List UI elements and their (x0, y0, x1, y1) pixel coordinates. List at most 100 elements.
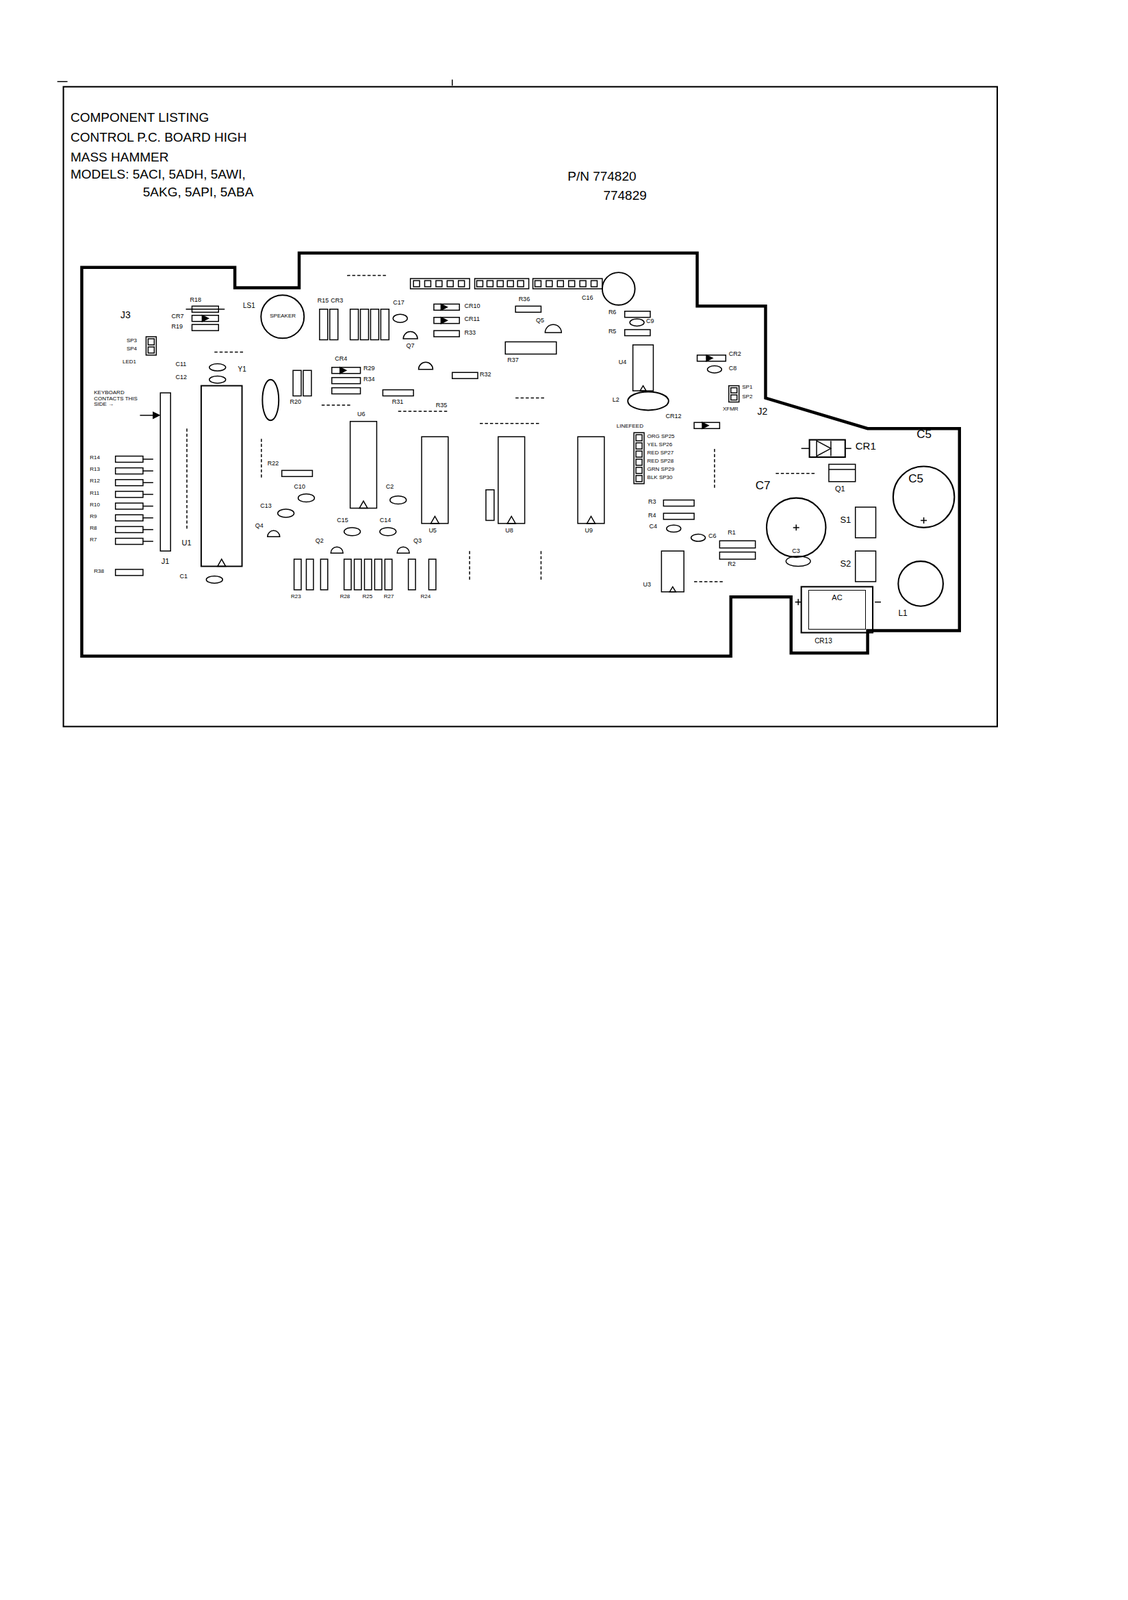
component-label: U1 (181, 538, 191, 547)
component-label: R28 (340, 594, 351, 601)
component-label: C17 (392, 299, 405, 307)
component-label: C2 (386, 483, 395, 491)
component-label: CR12 (665, 413, 682, 421)
component-label: R25 (362, 594, 373, 601)
component-label: CR13 (814, 637, 833, 645)
component-label: SP3 (126, 338, 137, 345)
component-label: LED1 (122, 359, 137, 366)
component-label: SP4 (126, 346, 137, 353)
component-label: R13 (89, 466, 100, 473)
component-label: R4 (648, 512, 657, 520)
component-label: CR4 (334, 355, 348, 363)
speaker-circle: SPEAKER (260, 294, 306, 340)
component-label: KEYBOARD CONTACTS THIS SIDE → (93, 390, 139, 408)
component-label: R31 (392, 399, 404, 406)
node-text: AC (831, 593, 842, 602)
component-label: R34 (363, 376, 376, 384)
component-label: CR11 (464, 316, 480, 324)
component-label: R8 (89, 525, 97, 532)
node-text: SPEAKER (269, 313, 296, 320)
component-label: RED SP28 (647, 458, 675, 465)
component-label: U3 (643, 581, 652, 589)
component-label: R14 (89, 455, 100, 462)
component-label: LS1 (242, 301, 256, 310)
component-label: R15 (317, 297, 330, 305)
component-label: R10 (89, 502, 100, 509)
component-label: R6 (608, 309, 617, 317)
component-label: R33 (464, 329, 477, 337)
component-label: J2 (757, 406, 768, 417)
component-label: J1 (161, 557, 170, 566)
component-label: U8 (505, 527, 514, 535)
component-label: Q2 (315, 537, 324, 545)
component-label: R3 (648, 498, 657, 506)
component-label: U6 (357, 411, 366, 419)
component-label: Q4 (255, 522, 264, 530)
component-label: U5 (428, 527, 437, 535)
component-label: C12 (175, 374, 188, 382)
part-number-text: 774829 (603, 188, 647, 204)
component-label: U4 (618, 359, 627, 367)
component-label: LINEFEED (616, 423, 644, 430)
component-label: C14 (379, 517, 392, 525)
component-label: C3 (791, 548, 801, 556)
component-label: R7 (89, 537, 97, 544)
component-label: L2 (612, 396, 620, 404)
component-label: R35 (436, 402, 448, 410)
board-outline (81, 253, 959, 657)
component-label: CR2 (728, 351, 742, 358)
component-label: R37 (507, 357, 519, 365)
component-label: R19 (171, 323, 184, 331)
component-label: YEL SP26 (647, 442, 673, 449)
component-label: C4 (649, 523, 658, 531)
component-label: R23 (290, 594, 302, 601)
component-label: C13 (260, 503, 272, 510)
title-text: COMPONENT LISTING CONTROL P.C. BOARD HIG… (70, 107, 259, 168)
component-label: CR1 (855, 440, 877, 453)
component-label: RED SP27 (647, 450, 675, 457)
component-label: SP1 (741, 384, 753, 391)
frame-tick (57, 81, 68, 83)
component-label: Q5 (535, 317, 545, 325)
component-label: C15 (336, 517, 349, 525)
component-label: C10 (294, 483, 306, 491)
part-number-text: MODELS: 5ACI, 5ADH, 5AWI, (70, 167, 246, 183)
component-label: GRN SP29 (647, 466, 675, 473)
component-label: CR3 (330, 297, 343, 305)
component-label: XFMR (722, 406, 739, 413)
component-label: R27 (383, 594, 395, 601)
component-label: Q3 (413, 537, 422, 545)
rectifier-box: AC (808, 590, 866, 630)
drawing-frame (63, 86, 998, 727)
component-label: C16 (581, 295, 594, 302)
part-number-text: P/N 774820 (567, 169, 636, 185)
component-label: C8 (728, 365, 738, 373)
component-label: S2 (839, 559, 851, 569)
component-label: CR10 (464, 303, 481, 311)
component-label: S1 (839, 515, 851, 525)
component-label: R18 (189, 297, 202, 304)
component-label: Y1 (237, 365, 246, 374)
component-label: Q1 (835, 484, 846, 493)
part-number-text: 5AKG, 5API, 5ABA (143, 185, 254, 200)
component-label: R12 (89, 478, 100, 485)
component-label: C5 (908, 472, 924, 486)
component-label: R11 (89, 490, 100, 497)
component-label: C5 (916, 428, 932, 442)
component-label: C6 (708, 533, 717, 541)
component-label: R36 (518, 296, 531, 304)
components (115, 272, 955, 633)
component-label: R32 (479, 371, 492, 379)
component-label: R5 (608, 328, 617, 336)
component-label: L1 (898, 609, 907, 619)
component-label: ORG SP25 (647, 433, 675, 441)
frame-tick (451, 79, 453, 86)
component-label: SP2 (741, 394, 753, 401)
component-label: C11 (175, 361, 187, 369)
component-label: C7 (755, 479, 771, 493)
component-label: R29 (363, 365, 376, 373)
component-label: Q7 (406, 342, 415, 350)
component-label: R1 (727, 529, 736, 537)
component-label: R2 (727, 561, 736, 569)
